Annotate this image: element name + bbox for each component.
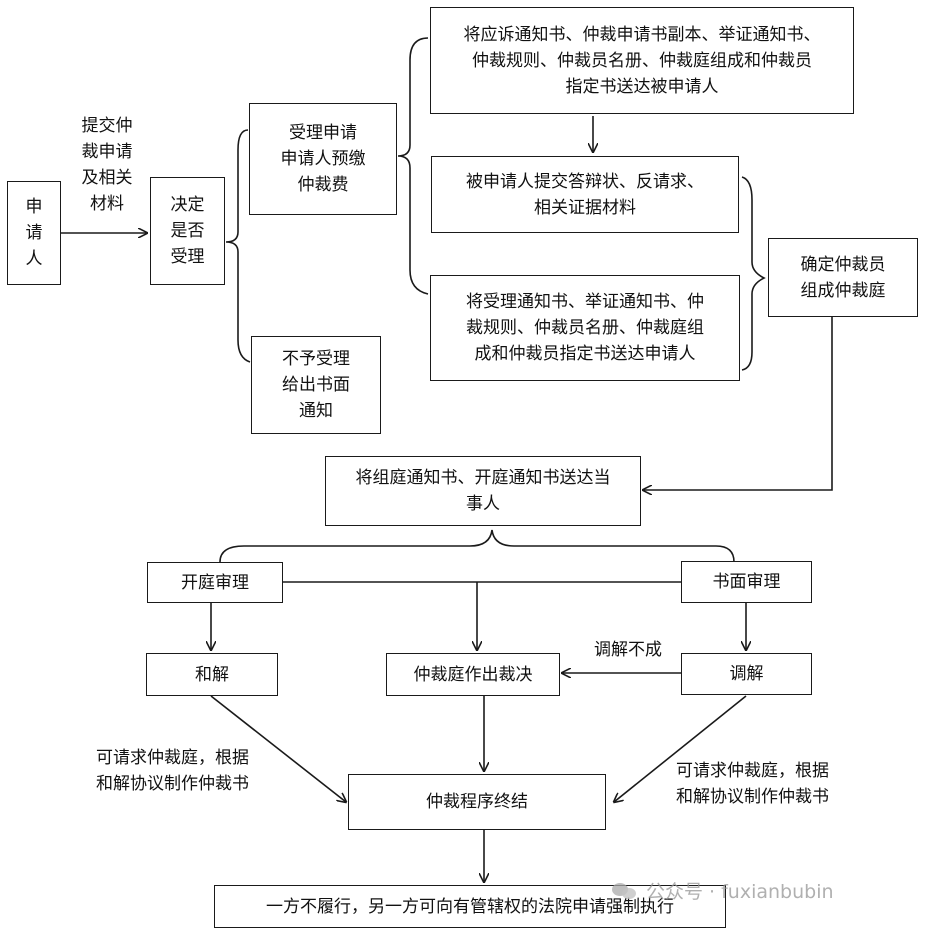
brace-accept-reject: [225, 129, 251, 363]
watermark: 公众号 · fuxianbubin: [612, 877, 834, 904]
wechat-icon: [612, 881, 638, 901]
settlement-box: 和解: [146, 653, 278, 696]
submit-label: 提交仲 裁申请 及相关 材料: [81, 116, 133, 214]
applicant-box: 申 请 人: [7, 181, 61, 285]
serve-applicant-box: 将受理通知书、举证通知书、仲 裁规则、仲裁员名册、仲裁庭组 成和仲裁员指定书送达…: [430, 275, 740, 381]
arrow-mediation-terminate: [614, 695, 747, 802]
mediation-box: 调解: [681, 653, 812, 695]
settlement-award-label: 可请求仲裁庭，根据 和解协议制作仲裁书: [96, 748, 249, 794]
accept-box: 受理申请 申请人预缴 仲裁费: [249, 103, 397, 215]
arrow-to-serve-parties: [643, 317, 833, 490]
mediation-award-label: 可请求仲裁庭，根据 和解协议制作仲裁书: [676, 761, 829, 807]
reject-box: 不予受理 给出书面 通知: [251, 336, 381, 434]
watermark-text: 公众号 · fuxianbubin: [646, 881, 834, 903]
serve-respondent-box: 将应诉通知书、仲裁申请书副本、举证通知书、 仲裁规则、仲裁员名册、仲裁庭组成和仲…: [430, 7, 854, 114]
brace-to-tribunal: [741, 176, 766, 371]
form-tribunal-box: 确定仲裁员 组成仲裁庭: [768, 238, 918, 317]
enforce-box: 一方不履行，另一方可向有管辖权的法院申请强制执行: [214, 885, 726, 928]
brace-serve-docs: [397, 37, 429, 295]
written-hearing-box: 书面审理: [681, 561, 812, 603]
mediation-failed-label: 调解不成: [594, 640, 662, 660]
terminate-box: 仲裁程序终结: [348, 774, 606, 830]
decide-box: 决定 是否 受理: [150, 177, 225, 285]
respondent-reply-box: 被申请人提交答辩状、反请求、 相关证据材料: [431, 156, 739, 233]
arrow-settlement-terminate: [210, 695, 346, 802]
oral-hearing-box: 开庭审理: [147, 562, 283, 603]
brace-hearings: [219, 529, 735, 563]
award-box: 仲裁庭作出裁决: [386, 653, 560, 696]
serve-parties-box: 将组庭通知书、开庭通知书送达当 事人: [325, 456, 641, 526]
